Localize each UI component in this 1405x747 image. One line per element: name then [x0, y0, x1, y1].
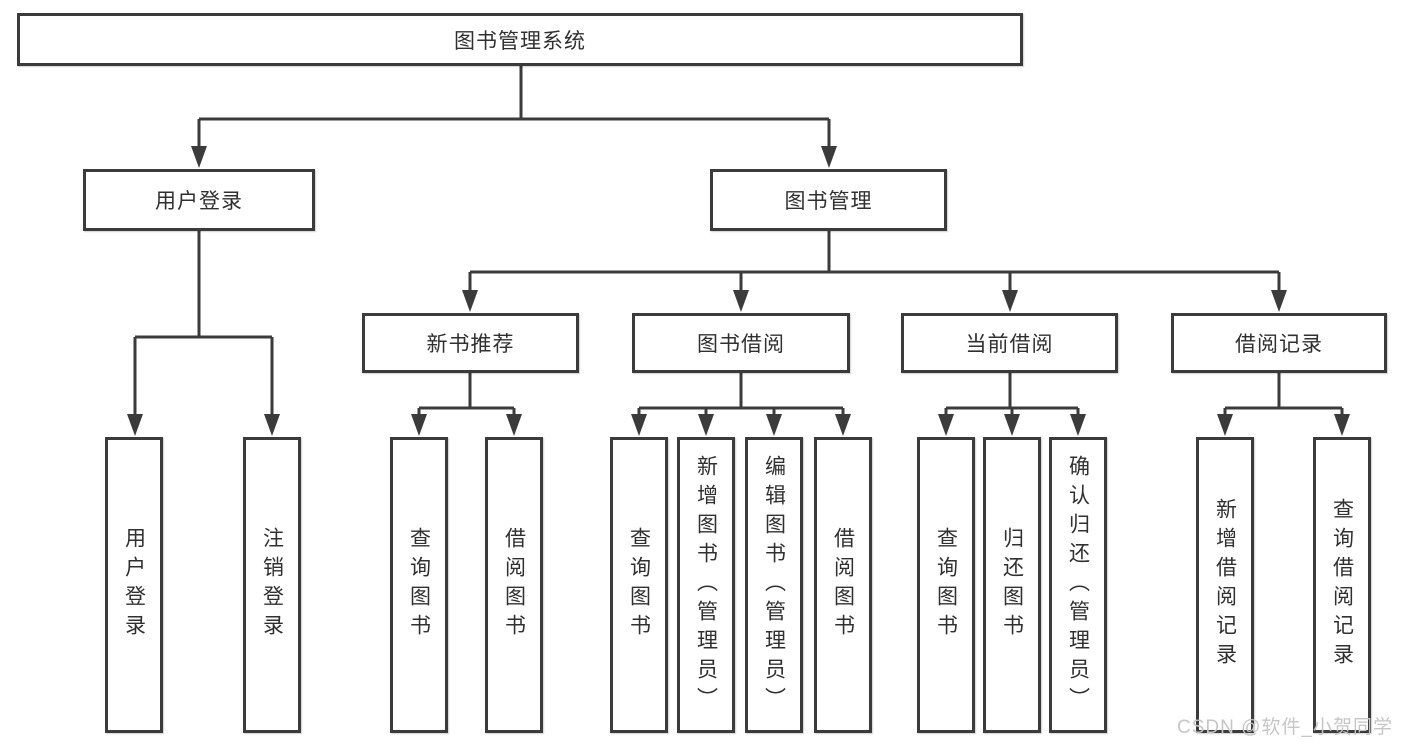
- leaf-borrow-add-book-admin: 新增图书（管理员）: [677, 437, 735, 733]
- leaf-recommend-borrow-book: 借阅图书: [485, 437, 543, 733]
- leaf-current-return-book-label: 归还图书: [1000, 527, 1024, 643]
- node-user-login-label: 用户登录: [155, 190, 243, 213]
- node-new-book-recommend-label: 新书推荐: [426, 333, 515, 356]
- node-root: 图书管理系统: [17, 13, 1023, 66]
- leaf-logout-label: 注销登录: [260, 527, 284, 643]
- node-borrow-record: 借阅记录: [1171, 313, 1387, 373]
- leaf-record-query-record-label: 查询借阅记录: [1330, 498, 1354, 672]
- node-book-borrow-label: 图书借阅: [697, 333, 785, 356]
- node-current-borrow-label: 当前借阅: [965, 333, 1054, 356]
- leaf-borrow-query-book: 查询图书: [610, 437, 668, 733]
- leaf-recommend-query-book: 查询图书: [390, 437, 448, 733]
- node-book-management: 图书管理: [710, 169, 947, 231]
- arrowheads: [127, 146, 1350, 436]
- node-book-borrow: 图书借阅: [632, 313, 850, 373]
- node-borrow-record-label: 借阅记录: [1235, 333, 1323, 356]
- leaf-current-query-book: 查询图书: [917, 437, 975, 733]
- leaf-borrow-borrow-book-label: 借阅图书: [831, 527, 855, 643]
- node-new-book-recommend: 新书推荐: [362, 313, 579, 373]
- leaf-user-login-label: 用户登录: [122, 527, 146, 643]
- leaf-record-add-record: 新增借阅记录: [1196, 437, 1254, 733]
- leaf-current-confirm-return-admin-label: 确认归还（管理员）: [1066, 454, 1090, 716]
- leaf-borrow-query-book-label: 查询图书: [627, 527, 651, 643]
- leaf-borrow-add-book-admin-label: 新增图书（管理员）: [694, 454, 718, 716]
- leaf-record-query-record: 查询借阅记录: [1313, 437, 1371, 733]
- leaf-borrow-borrow-book: 借阅图书: [814, 437, 872, 733]
- node-user-login: 用户登录: [83, 169, 315, 231]
- leaf-user-login: 用户登录: [105, 437, 163, 733]
- leaf-logout: 注销登录: [243, 437, 301, 733]
- leaf-current-confirm-return-admin: 确认归还（管理员）: [1049, 437, 1107, 733]
- node-book-management-label: 图书管理: [784, 190, 873, 213]
- leaf-borrow-edit-book-admin: 编辑图书（管理员）: [745, 437, 803, 733]
- leaf-current-query-book-label: 查询图书: [934, 527, 958, 643]
- leaf-recommend-borrow-book-label: 借阅图书: [502, 527, 526, 643]
- leaf-recommend-query-book-label: 查询图书: [407, 527, 431, 643]
- node-current-borrow: 当前借阅: [901, 313, 1118, 373]
- node-root-label: 图书管理系统: [454, 29, 586, 53]
- leaf-record-add-record-label: 新增借阅记录: [1213, 498, 1237, 672]
- leaf-current-return-book: 归还图书: [983, 437, 1041, 733]
- leaf-borrow-edit-book-admin-label: 编辑图书（管理员）: [762, 454, 786, 716]
